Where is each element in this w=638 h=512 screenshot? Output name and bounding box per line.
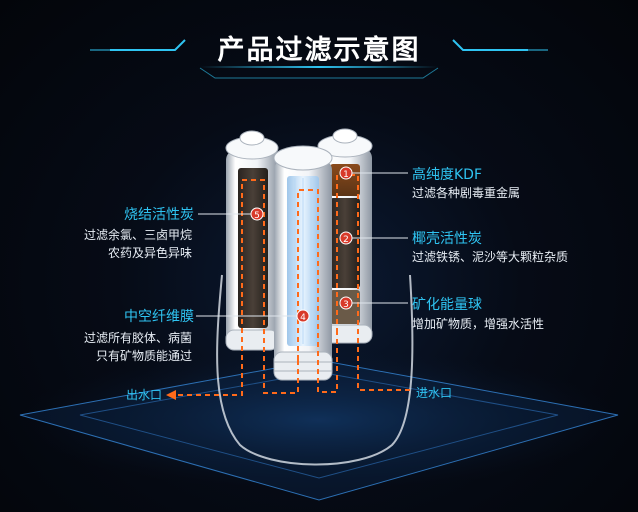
outlet-arrow-icon (166, 390, 176, 400)
inlet-label: 进水口 (416, 386, 453, 400)
label-coconut-desc: 过滤铁锈、泥沙等大颗粒杂质 (412, 250, 569, 264)
svg-text:3: 3 (343, 300, 349, 310)
svg-text:5: 5 (254, 211, 260, 221)
pointer-lines (196, 172, 408, 317)
title-decoration (90, 39, 548, 79)
label-sintered-name: 烧结活性炭 (124, 207, 194, 223)
label-mineral-desc: 增加矿物质，增强水活性 (412, 317, 545, 331)
cartridge-sintered-carbon (225, 130, 279, 351)
page-title: 产品过滤示意图 (217, 35, 421, 66)
badge-2: 2 (339, 231, 353, 245)
outlet-label: 出水口 (126, 388, 163, 402)
svg-text:4: 4 (300, 313, 306, 323)
badge-5: 5 (250, 207, 264, 221)
housing-base (216, 274, 414, 466)
label-hollow-desc1: 过滤所有胶体、病菌 (83, 331, 192, 345)
badge-1: 1 (339, 166, 353, 180)
label-coconut-name: 椰壳活性炭 (412, 231, 482, 247)
cartridge-hollow-fiber (273, 145, 333, 381)
badge-4: 4 (296, 309, 310, 323)
label-hollow-desc2: 只有矿物质能通过 (95, 349, 192, 363)
label-mineral-name: 矿化能量球 (412, 297, 482, 313)
badge-3: 3 (339, 296, 353, 310)
svg-text:2: 2 (343, 235, 349, 245)
label-sintered-desc2: 农药及异色异味 (107, 246, 192, 260)
water-flow-path (175, 174, 410, 396)
label-hollow-name: 中空纤维膜 (124, 309, 194, 325)
label-sintered-desc1: 过滤余氯、三卤甲烷 (83, 228, 192, 242)
label-kdf-name: 高纯度KDF (412, 167, 483, 183)
label-kdf-desc: 过滤各种剧毒重金属 (412, 186, 521, 200)
svg-text:1: 1 (343, 170, 349, 180)
